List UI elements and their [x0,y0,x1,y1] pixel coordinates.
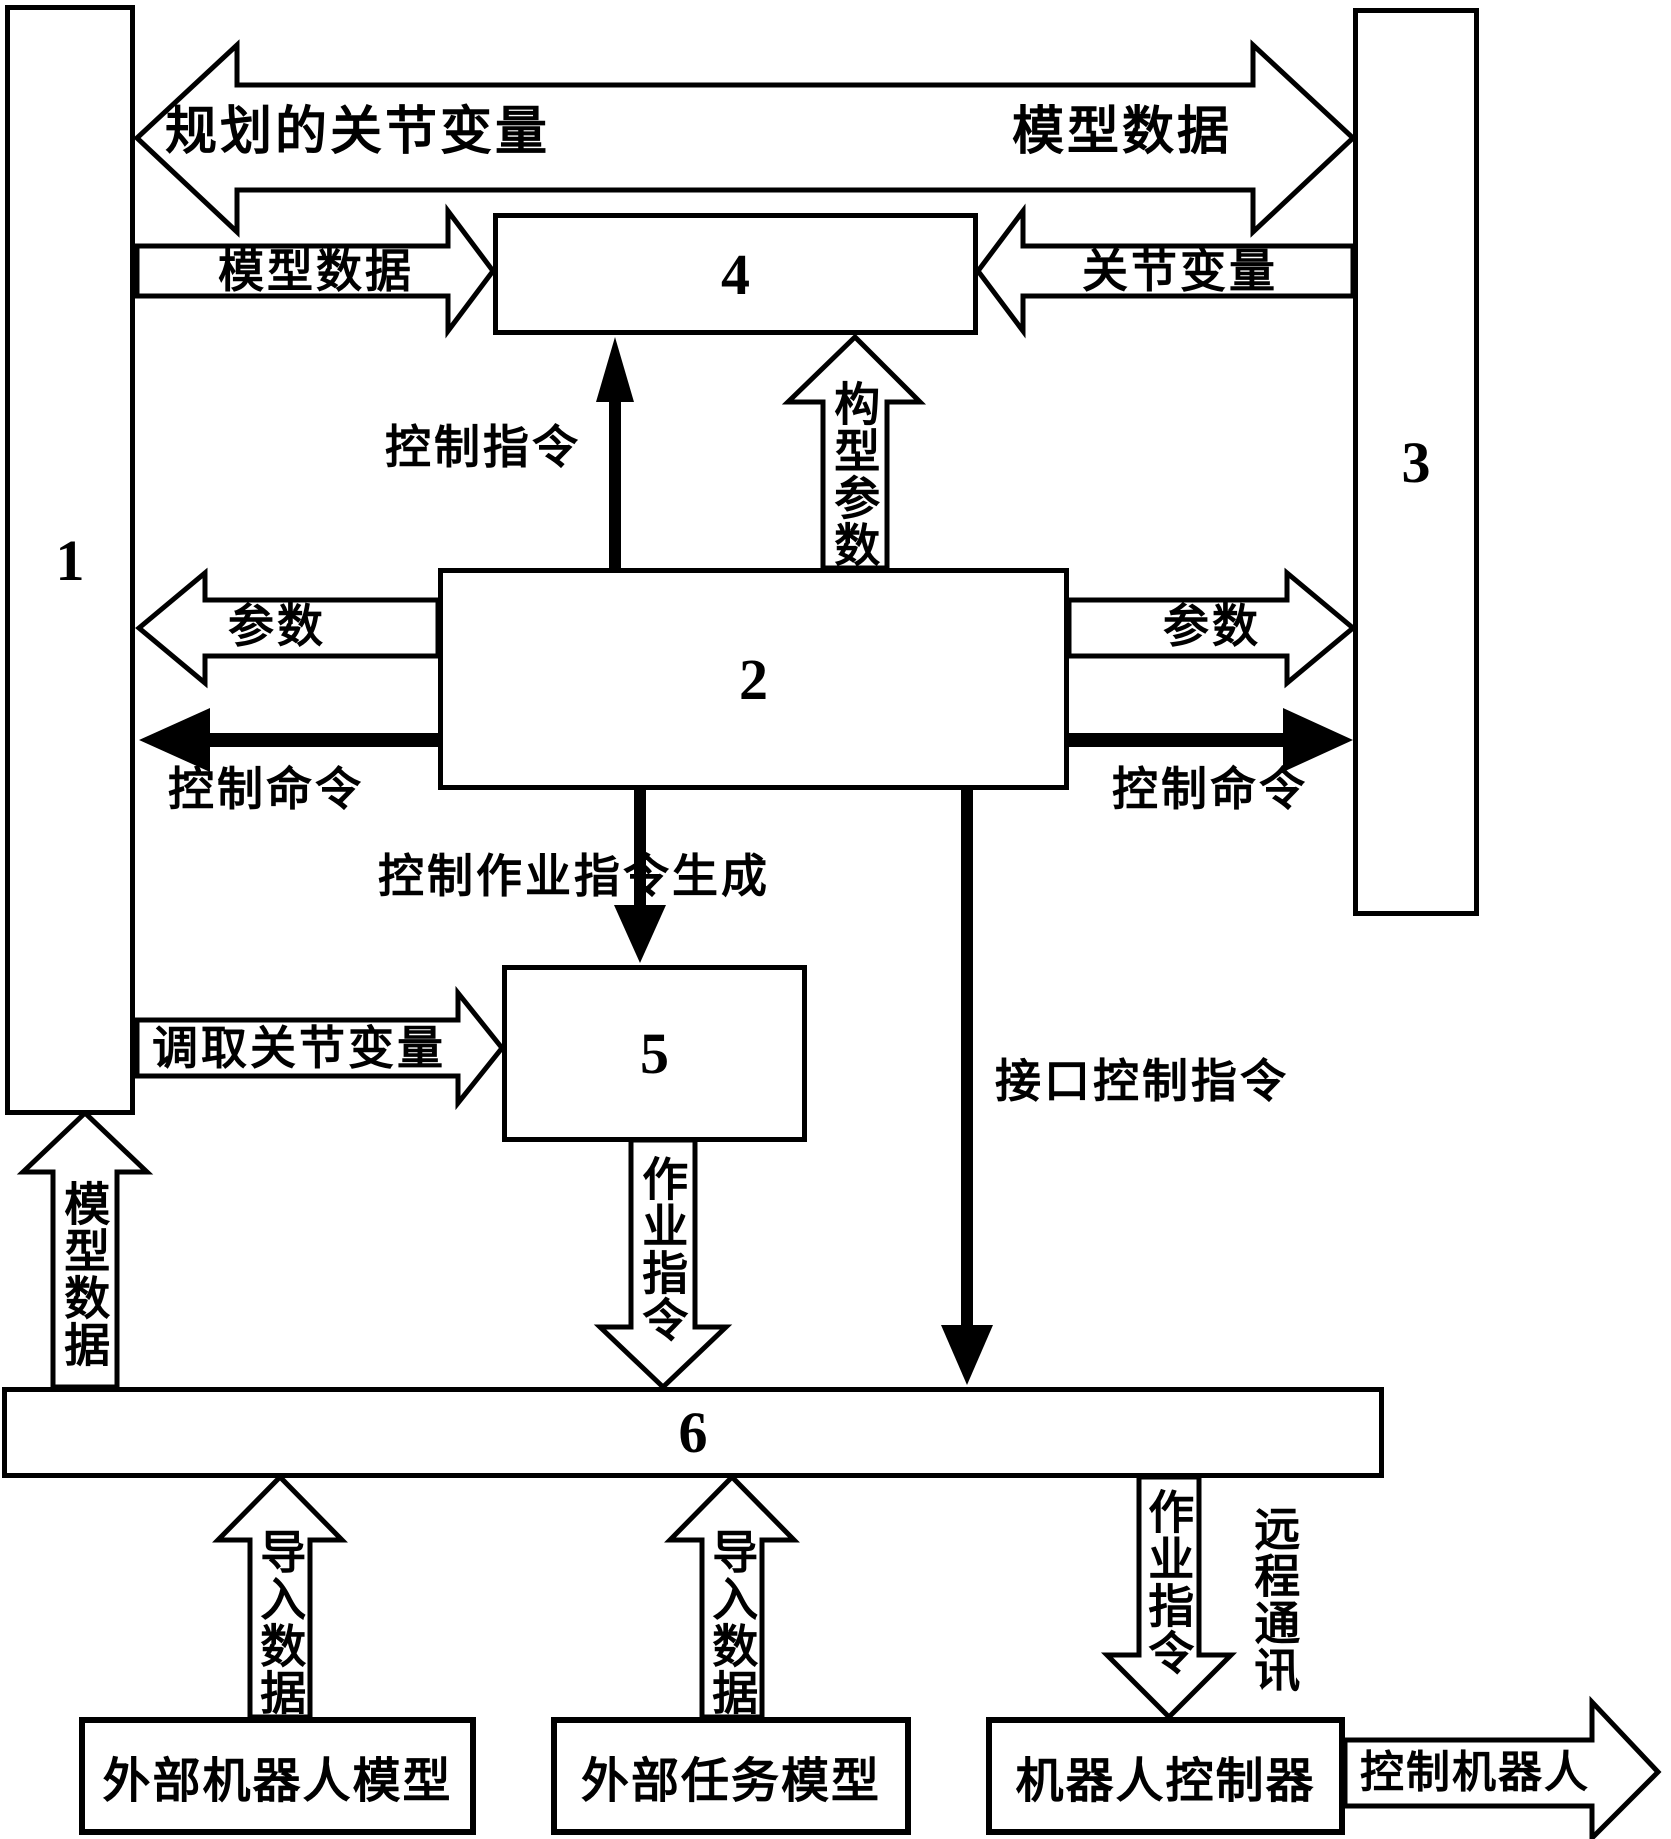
box-1: 1 [5,5,135,1115]
label-job-directive-to-controller: 作业指令 [1142,1488,1195,1676]
label-model-data-top: 模型数据 [1012,103,1233,161]
label-fetch-joint-variables: 调取关节变量 [152,1022,446,1074]
box-2: 2 [438,568,1069,790]
box-4-label: 4 [721,241,750,307]
label-joint-variables: 关节变量 [1082,245,1278,297]
arrow-control-command-left-head [139,708,210,772]
arrow-job-generation-head [614,905,666,963]
arrow-fetch-joint-variables [134,985,506,1111]
label-import-data-mid: 导入数据 [706,1528,759,1716]
label-configuration-parameters: 构型参数 [828,380,881,568]
arrow-control-directive-head [596,337,634,402]
box-external-robot-model: 外部机器人模型 [79,1717,476,1835]
box-5: 5 [502,965,807,1142]
label-control-robot: 控制机器人 [1360,1748,1590,1797]
label-control-command-left: 控制命令 [168,763,364,815]
box-2-label: 2 [739,646,768,712]
external-task-model-label: 外部任务模型 [580,1755,881,1808]
label-remote-communication: 远程通讯 [1248,1505,1301,1693]
label-model-data-up: 模型数据 [58,1180,111,1368]
label-parameters-left: 参数 [228,600,326,652]
box-4: 4 [493,213,978,335]
arrow-interface-control-head [941,1325,993,1385]
arrow-parameters-right [1066,567,1357,689]
box-3-label: 3 [1401,429,1431,495]
label-parameters-right: 参数 [1163,600,1261,652]
box-1-label: 1 [55,527,85,593]
arrow-model-data-to-b4 [134,203,497,339]
label-planned-joint-variables: 规划的关节变量 [165,103,551,161]
external-robot-model-label: 外部机器人模型 [102,1755,453,1808]
box-robot-controller: 机器人控制器 [986,1717,1345,1835]
arrow-control-command-right-head [1283,708,1353,772]
label-control-job-directive-generation: 控制作业指令生成 [378,850,770,902]
box-6-label: 6 [678,1400,708,1465]
label-job-directive-to-b6: 作业指令 [636,1155,689,1343]
box-external-task-model: 外部任务模型 [551,1717,911,1835]
box-6: 6 [2,1387,1384,1478]
label-import-data-left: 导入数据 [254,1528,307,1716]
label-interface-control-directive: 接口控制指令 [995,1055,1289,1107]
box-3: 3 [1353,8,1479,916]
label-control-directive: 控制指令 [385,421,581,473]
label-control-command-right: 控制命令 [1112,763,1308,815]
box-5-label: 5 [640,1021,669,1086]
label-model-data-to-b4: 模型数据 [218,245,414,297]
robot-controller-label: 机器人控制器 [1015,1755,1316,1808]
arrow-control-robot [1342,1695,1662,1839]
